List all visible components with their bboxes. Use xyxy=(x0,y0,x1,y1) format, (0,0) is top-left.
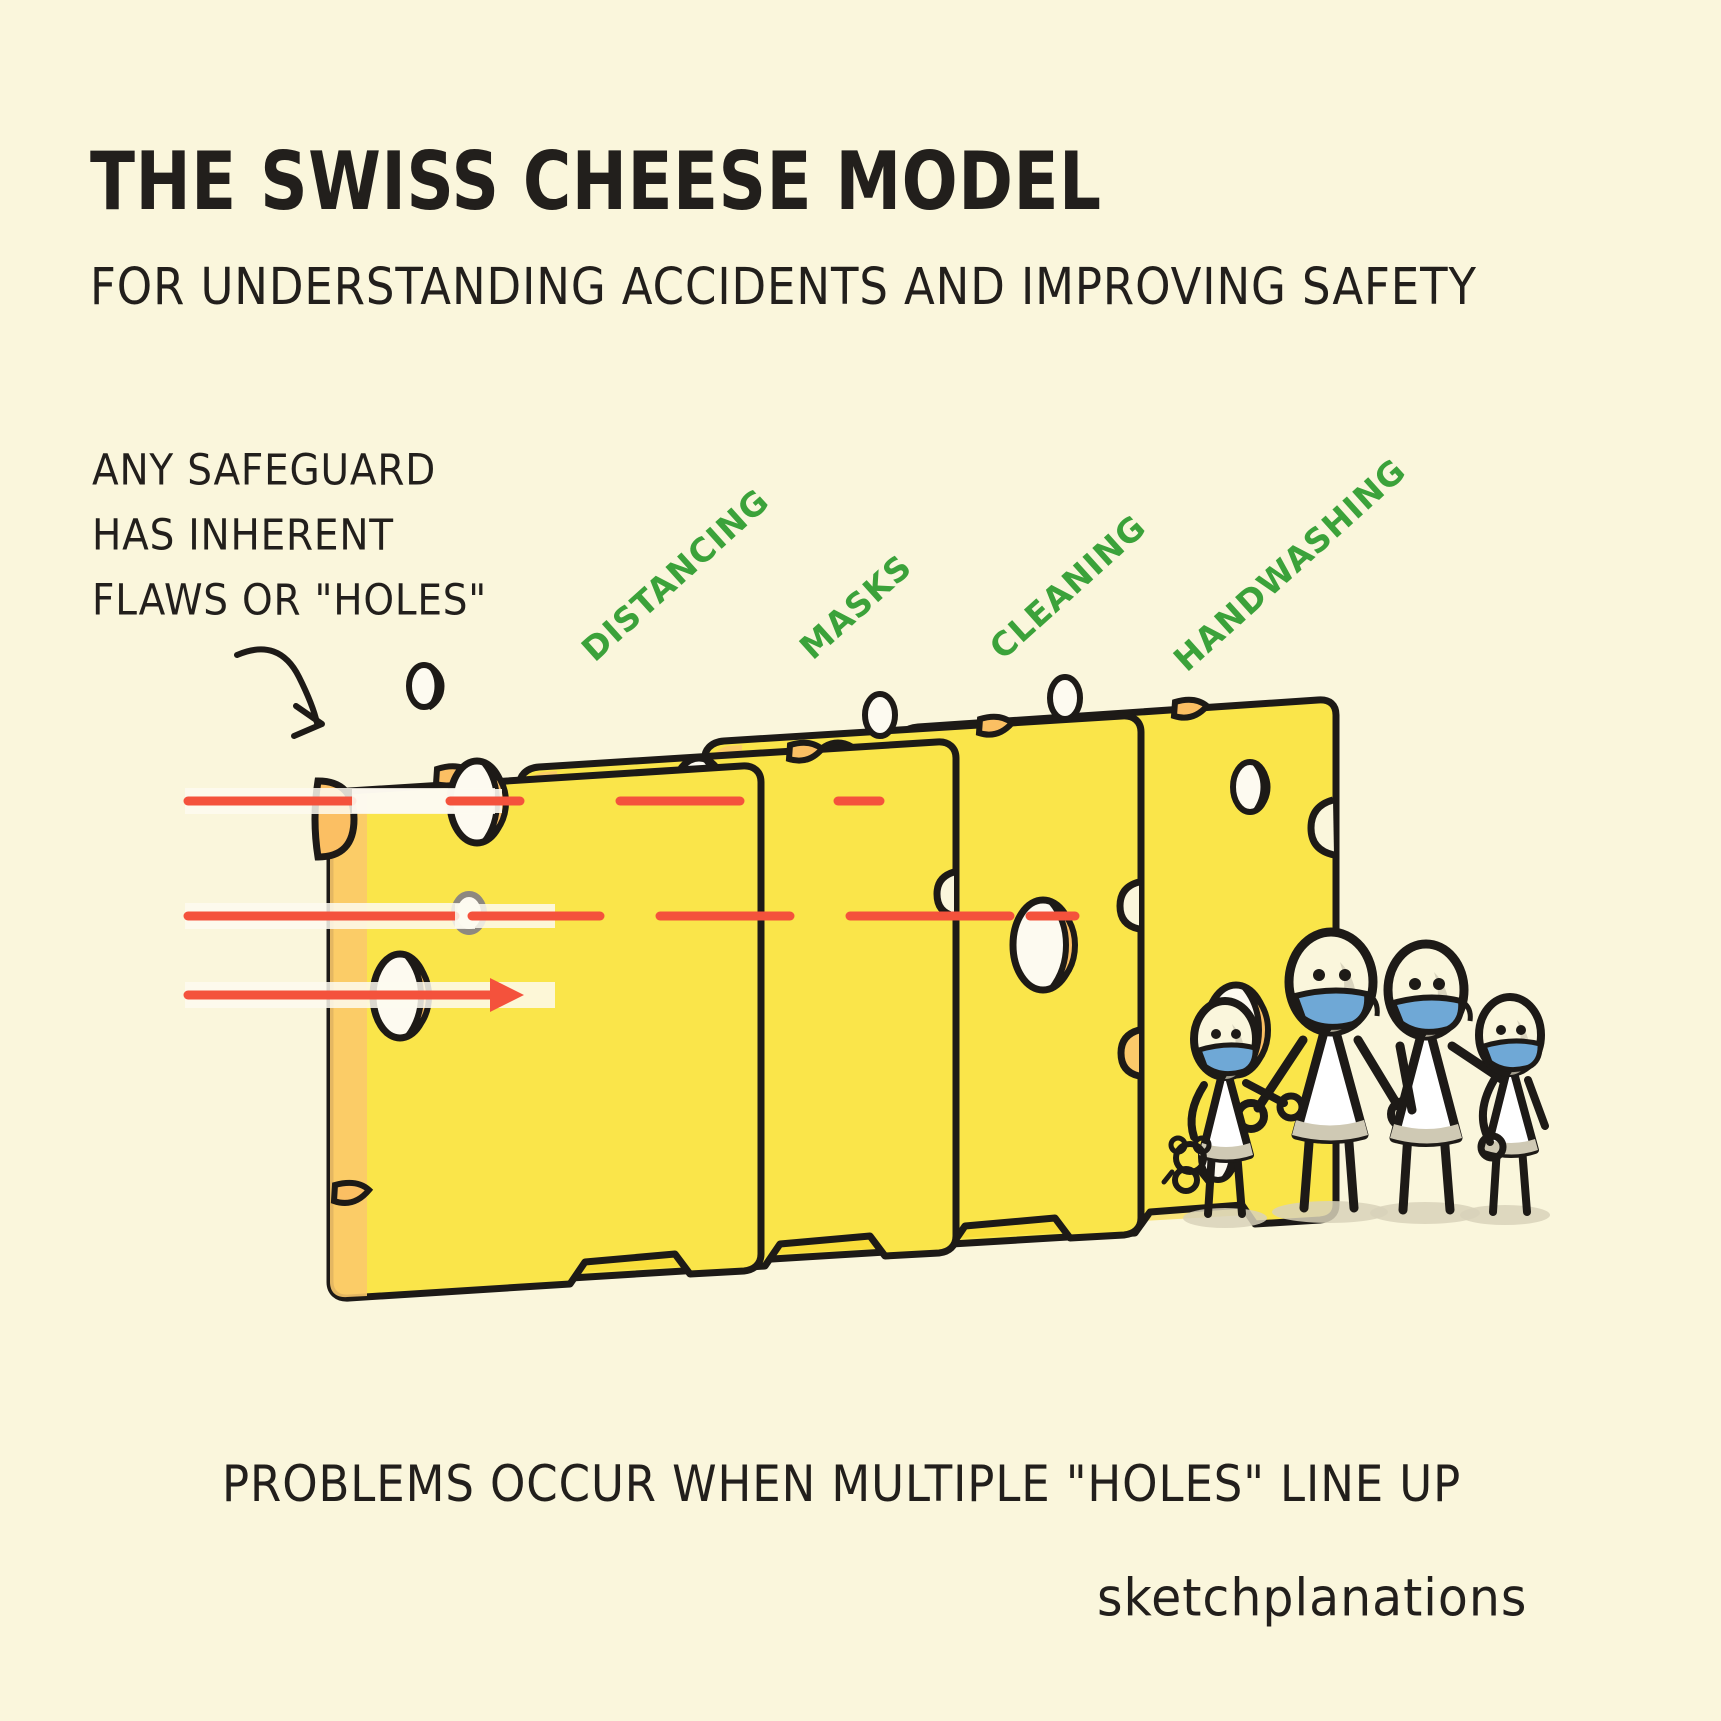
figures-group xyxy=(1161,927,1550,1228)
annotation-line-1: ANY SAFEGUARD xyxy=(92,446,437,496)
threat-arrow-middle xyxy=(183,904,1080,928)
curved-arrow-to-cheese xyxy=(234,646,325,739)
page-title: THE SWISS CHEESE MODEL xyxy=(90,136,1102,230)
threat-arrow-bottom xyxy=(183,978,524,1012)
page-subtitle: FOR UNDERSTANDING ACCIDENTS AND IMPROVIN… xyxy=(90,257,1477,317)
threat-arrows-group xyxy=(183,788,1080,1012)
cheese-hole xyxy=(1047,674,1083,722)
cheese-hole xyxy=(1230,759,1271,815)
figure-adult-right xyxy=(1383,939,1511,1215)
annotation-line-3: FLAWS OR "HOLES" xyxy=(92,576,488,626)
cheese-hole xyxy=(406,662,445,711)
cheese-hole xyxy=(862,691,898,739)
signature-sketchplanations: sketchplanations xyxy=(1097,1568,1528,1629)
figure-adult-left xyxy=(1234,927,1421,1213)
bottom-caption: PROBLEMS OCCUR WHEN MULTIPLE "HOLES" LIN… xyxy=(222,1455,1462,1514)
annotation-line-2: HAS INHERENT xyxy=(92,511,394,561)
figure-child-left xyxy=(1161,997,1306,1218)
threat-arrow-top xyxy=(183,789,885,813)
teddy-bear-icon xyxy=(1161,1135,1212,1194)
figure-child-right xyxy=(1475,993,1549,1216)
cheese-hole xyxy=(1009,896,1079,994)
